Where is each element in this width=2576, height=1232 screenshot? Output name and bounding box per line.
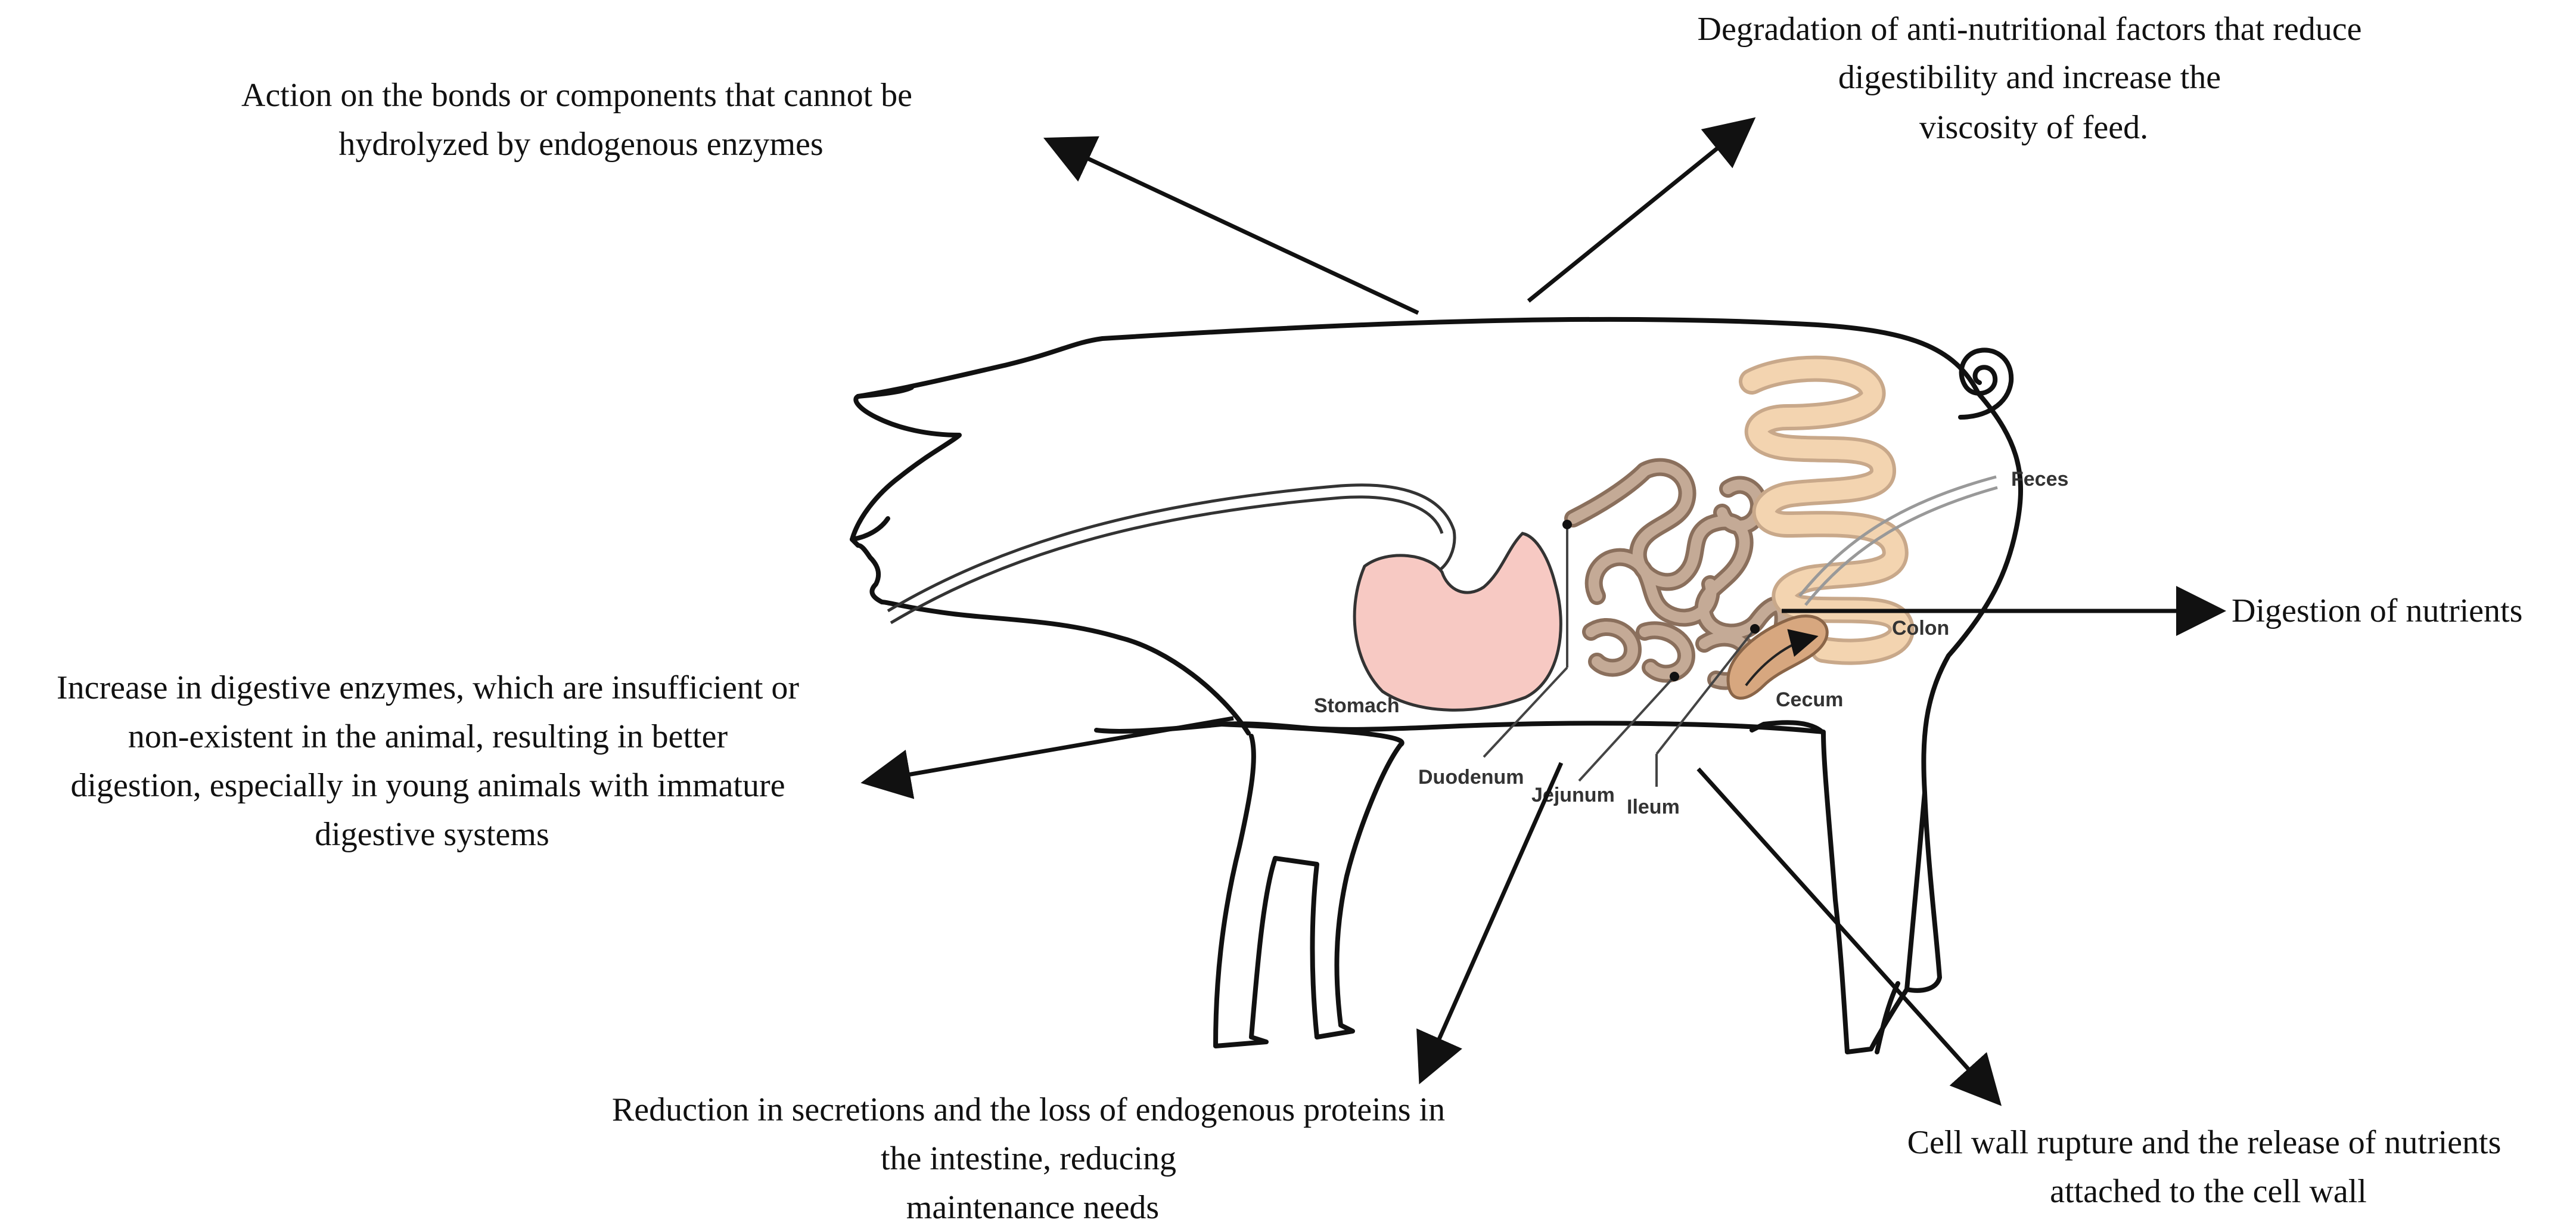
stomach-label: Stomach <box>1314 694 1400 717</box>
arrow-degradation <box>1527 117 1756 303</box>
arrow-increase <box>860 716 1234 799</box>
cecum-label: Cecum <box>1776 688 1843 711</box>
ileum-dot <box>1750 624 1760 634</box>
cecum-flow-arrow <box>1745 629 1819 687</box>
annotation-increase-line: digestion, especially in young animals w… <box>70 767 785 804</box>
annotation-digestion-line: Digestion of nutrients <box>2232 592 2522 629</box>
pig-body-outline <box>856 316 2024 1054</box>
annotation-cell-wall-line: attached to the cell wall <box>2050 1173 2367 1210</box>
annotation-increase-line: non-existent in the animal, resulting in… <box>128 718 728 755</box>
annotation-increase-line: digestive systems <box>315 816 549 853</box>
pig-head-outline <box>850 394 1251 736</box>
annotation-digestion: Digestion of nutrients <box>2232 592 2522 629</box>
annotation-arrows <box>860 117 2226 1106</box>
annotation-increase: Increase in digestive enzymes, which are… <box>57 669 807 853</box>
arrow-action-bonds <box>1043 136 1419 315</box>
annotation-action-bonds-line: Action on the bonds or components that c… <box>241 77 912 114</box>
esophagus <box>887 483 1456 625</box>
arrow-cell-wall <box>1696 767 2002 1106</box>
annotation-degradation-line: Degradation of anti-nutritional factors … <box>1698 11 2362 48</box>
annotation-degradation-line: digestibility and increase the <box>1838 59 2221 96</box>
pig-snout-outline <box>850 385 914 542</box>
stomach-organ <box>1353 532 1562 712</box>
annotation-cell-wall: Cell wall rupture and the release of nut… <box>1907 1124 2510 1210</box>
duodenum-dot <box>1562 520 1572 529</box>
ileum-label: Ileum <box>1627 796 1680 818</box>
annotation-action-bonds: Action on the bonds or components that c… <box>241 77 921 163</box>
annotation-reduction-line: maintenance needs <box>906 1189 1159 1226</box>
annotation-degradation: Degradation of anti-nutritional factors … <box>1698 11 2370 146</box>
pig-tail <box>1958 347 2014 420</box>
ileum-leader <box>1655 628 1756 755</box>
pig-front-leg-outline <box>1213 722 1404 1048</box>
arrow-reduction <box>1416 762 1564 1085</box>
annotation-reduction: Reduction in secretions and the loss of … <box>612 1091 1453 1226</box>
annotation-degradation-line: viscosity of feed. <box>1919 109 2148 146</box>
duodenum-leader-2 <box>1483 666 1568 758</box>
organ-leader-lines <box>1483 525 1756 787</box>
annotation-increase-line: Increase in digestive enzymes, which are… <box>57 669 799 706</box>
annotation-cell-wall-line: Cell wall rupture and the release of nut… <box>1907 1124 2502 1161</box>
duodenum-label: Duodenum <box>1418 766 1524 789</box>
jejunum-dot <box>1670 672 1679 681</box>
annotation-reduction-line: the intestine, reducing <box>881 1140 1176 1177</box>
rectum <box>1798 475 1998 606</box>
pig-silhouette <box>850 316 2024 1054</box>
colon-label: Colon <box>1892 617 1949 640</box>
jejunum-leader <box>1578 675 1676 782</box>
feces-label: Feces <box>2011 468 2068 491</box>
annotation-reduction-line: Reduction in secretions and the loss of … <box>612 1091 1445 1128</box>
annotation-action-bonds-line: hydrolyzed by endogenous enzymes <box>338 126 823 163</box>
